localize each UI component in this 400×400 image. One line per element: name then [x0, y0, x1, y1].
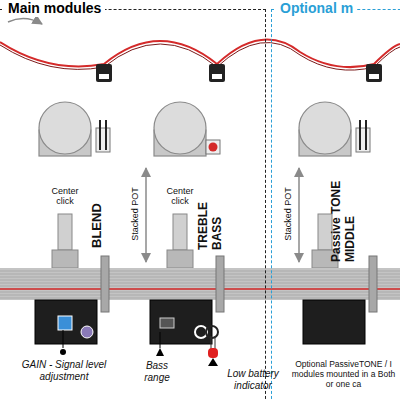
pin-header	[356, 128, 370, 152]
header-pin	[359, 120, 361, 150]
ribbon-cable	[0, 283, 400, 284]
control-note: Stacked POT	[283, 176, 293, 252]
note-text: Optional PassiveTONE / I modules mounted…	[289, 360, 398, 389]
callout-note: GAIN - Signal level adjustment	[4, 359, 124, 382]
ribbon-cable	[0, 280, 400, 281]
led	[206, 140, 220, 154]
stacked-pot-arrow	[146, 168, 299, 262]
bass-range-switch	[156, 318, 174, 356]
wire	[0, 40, 400, 68]
connector-plug-inner	[99, 74, 109, 79]
region-title: Main modules	[4, 0, 105, 17]
control-name: BLEND	[90, 184, 105, 248]
potentiometer	[154, 102, 206, 154]
ribbon-cable	[0, 288, 400, 290]
mounting-post	[101, 256, 109, 312]
ribbon-cable	[0, 298, 400, 299]
pcb-module	[150, 300, 212, 344]
header-pin	[99, 120, 101, 150]
ribbon-cable	[0, 274, 400, 275]
control-note: Stacked POT	[130, 176, 140, 252]
battery-led	[208, 358, 218, 366]
battery-led	[206, 326, 218, 338]
pcb-module	[35, 300, 97, 344]
ribbon-cable	[0, 295, 400, 296]
pot-shaft	[58, 214, 72, 250]
connector-plug	[366, 64, 382, 82]
pot-shaft	[52, 250, 78, 268]
connector-plug	[209, 64, 225, 82]
wire	[0, 40, 400, 71]
region-title: Optional m	[276, 0, 357, 17]
control-name: Passive TONE MIDDLE	[330, 170, 358, 262]
header-pin	[100, 120, 366, 150]
led	[209, 143, 218, 152]
pot-shaft	[167, 250, 193, 268]
connector-plug-inner	[369, 74, 379, 79]
control-note: Center click	[158, 186, 202, 207]
gain-trimmer	[60, 349, 66, 355]
potentiometer	[39, 102, 351, 156]
ribbon-cable	[0, 286, 400, 287]
battery-led	[208, 348, 218, 358]
potentiometer	[39, 102, 91, 154]
battery-led	[211, 336, 212, 350]
flow-arrow	[8, 18, 42, 24]
battery-led	[195, 326, 218, 366]
gain-trimmer	[63, 330, 64, 348]
callout-note: Low battery indicator	[222, 368, 284, 391]
header-pin	[365, 120, 367, 150]
wire	[0, 43, 400, 71]
mounting-post	[101, 256, 377, 312]
ribbon-cable	[0, 271, 400, 272]
connector-plug-inner	[212, 74, 222, 79]
battery-led	[215, 336, 216, 350]
gain-trimmer	[58, 316, 72, 330]
stacked-pot-arrow	[298, 168, 300, 262]
bass-range-switch	[160, 318, 174, 328]
led	[206, 140, 220, 154]
pcb-module	[35, 300, 365, 344]
header-pin	[105, 120, 107, 150]
pin-header	[96, 128, 110, 152]
connector-plug-inner	[99, 74, 379, 79]
pcb-module	[303, 300, 365, 344]
pot-shaft	[173, 214, 187, 250]
control-note: Center click	[43, 186, 87, 207]
ribbon-cable	[0, 277, 400, 278]
bass-range-switch	[160, 332, 161, 348]
ribbon-cable	[0, 268, 400, 300]
gain-trimmer	[81, 326, 93, 338]
flow-arrow	[8, 18, 42, 24]
ribbon-cable	[0, 292, 400, 293]
potentiometer	[299, 102, 351, 154]
connector-plug	[96, 64, 382, 82]
control-name: TREBLE BASS	[197, 190, 225, 250]
mounting-post	[216, 256, 224, 312]
pin-header	[96, 128, 370, 152]
ribbon-cable	[0, 271, 400, 298]
callout-note: Bass range	[132, 360, 182, 383]
stacked-pot-arrow	[145, 168, 147, 262]
ribbon-cable	[0, 289, 400, 290]
connector-plug	[96, 64, 112, 82]
gain-trimmer	[58, 316, 93, 355]
bass-range-switch	[156, 348, 164, 356]
ribbon-cable	[0, 268, 400, 300]
mounting-post	[369, 256, 377, 312]
